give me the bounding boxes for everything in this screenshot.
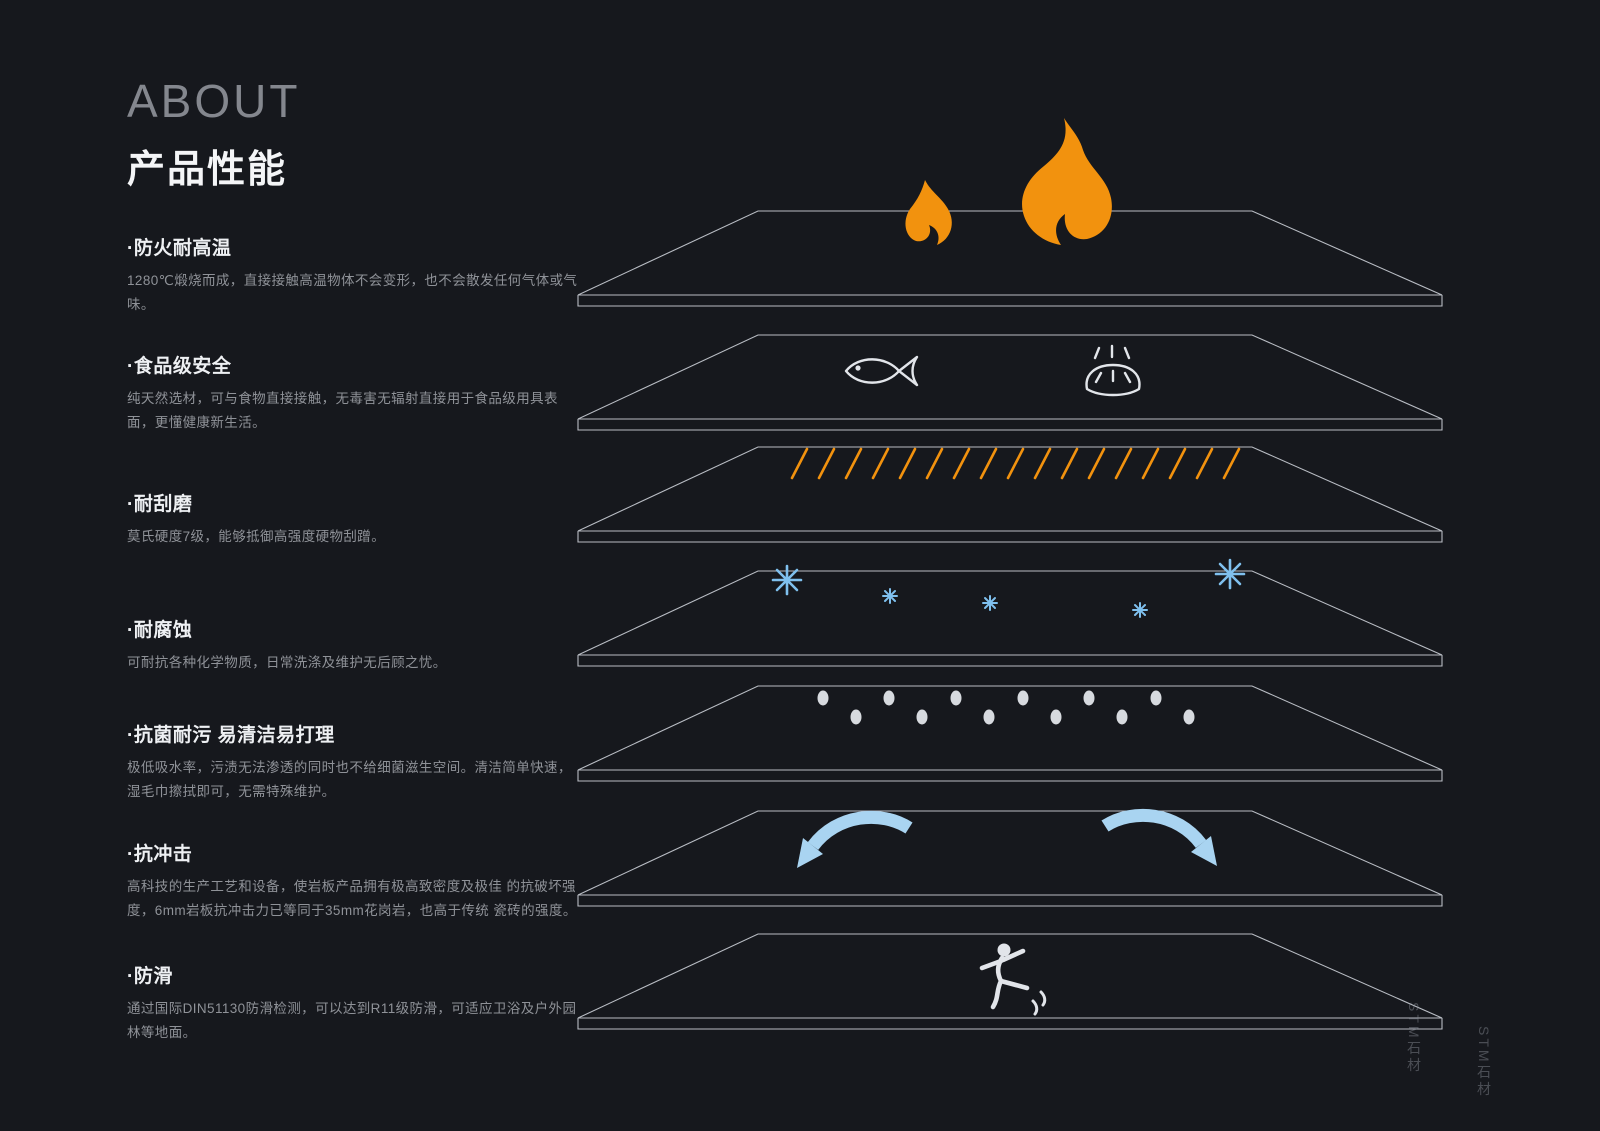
feature-title: ·防火耐高温 bbox=[127, 238, 232, 259]
flame-icon bbox=[905, 118, 1112, 245]
slipping-person-icon bbox=[979, 943, 1047, 1016]
impact-arrow-left-icon bbox=[797, 810, 913, 868]
feature-title: ·食品级安全 bbox=[127, 356, 232, 377]
feature-anti-slip: ·防滑 通过国际DIN51130防滑检测，可以达到R11级防滑，可适应卫浴及户外… bbox=[127, 961, 579, 1044]
slab-layer-antibacterial bbox=[577, 685, 1443, 782]
feature-title: ·耐腐蚀 bbox=[127, 620, 193, 641]
watermark: STM石材 bbox=[1474, 1026, 1494, 1099]
slab-layer-scratch bbox=[577, 446, 1443, 543]
feature-desc: 纯天然选材，可与食物直接接触，无毒害无辐射直接用于食品级用具表面，更懂健康新生活… bbox=[127, 391, 558, 430]
scratch-marks-icon bbox=[790, 447, 1241, 480]
feature-antibacterial: ·抗菌耐污 易清洁易打理 极低吸水率，污渍无法渗透的同时也不给细菌滋生空间。清洁… bbox=[127, 720, 579, 803]
page-title: 产品性能 bbox=[127, 149, 288, 191]
feature-title: ·抗冲击 bbox=[127, 844, 193, 865]
feature-food-safe: ·食品级安全 纯天然选材，可与食物直接接触，无毒害无辐射直接用于食品级用具表面，… bbox=[127, 351, 579, 434]
slab-layer-fire bbox=[577, 210, 1443, 307]
page-title-en: ABOUT bbox=[127, 75, 301, 127]
feature-title: ·抗菌耐污 易清洁易打理 bbox=[127, 725, 335, 746]
droplet-icons bbox=[817, 690, 1195, 725]
snowflake-icons bbox=[771, 558, 1246, 618]
watermark-text: STM石材 bbox=[1406, 1002, 1422, 1075]
feature-desc: 高科技的生产工艺和设备，使岩板产品拥有极高致密度及极佳 的抗破坏强度，6mm岩板… bbox=[127, 879, 577, 918]
feature-desc: 可耐抗各种化学物质，日常洗涤及维护无后顾之忧。 bbox=[127, 655, 447, 670]
fish-icon bbox=[844, 355, 919, 387]
feature-desc: 莫氏硬度7级，能够抵御高强度硬物刮蹭。 bbox=[127, 529, 386, 544]
feature-title: ·防滑 bbox=[127, 966, 173, 987]
slab-layer-impact bbox=[577, 810, 1443, 907]
feature-impact-resistant: ·抗冲击 高科技的生产工艺和设备，使岩板产品拥有极高致密度及极佳 的抗破坏强度，… bbox=[127, 839, 579, 922]
feature-desc: 极低吸水率，污渍无法渗透的同时也不给细菌滋生空间。清洁简单快速，湿毛巾擦拭即可，… bbox=[127, 760, 572, 799]
feature-desc: 1280℃煅烧而成，直接接触高温物体不会变形，也不会散发任何气体或气味。 bbox=[127, 273, 578, 312]
slab-layer-food bbox=[577, 334, 1443, 431]
watermark-text: STM石材 bbox=[1476, 1026, 1492, 1099]
bread-icon bbox=[1085, 344, 1141, 397]
slab-layer-corrosion bbox=[577, 570, 1443, 667]
feature-title: ·耐刮磨 bbox=[127, 494, 193, 515]
feature-scratch-resistant: ·耐刮磨 莫氏硬度7级，能够抵御高强度硬物刮蹭。 bbox=[127, 489, 579, 549]
impact-arrow-right-icon bbox=[1101, 808, 1217, 866]
feature-corrosion-resistant: ·耐腐蚀 可耐抗各种化学物质，日常洗涤及维护无后顾之忧。 bbox=[127, 615, 579, 675]
feature-fire-resistant: ·防火耐高温 1280℃煅烧而成，直接接触高温物体不会变形，也不会散发任何气体或… bbox=[127, 233, 579, 316]
page-heading: ABOUT 产品性能 bbox=[127, 74, 300, 193]
feature-desc: 通过国际DIN51130防滑检测，可以达到R11级防滑，可适应卫浴及户外园林等地… bbox=[127, 1001, 577, 1040]
watermark: STM石材 bbox=[1404, 1002, 1424, 1075]
